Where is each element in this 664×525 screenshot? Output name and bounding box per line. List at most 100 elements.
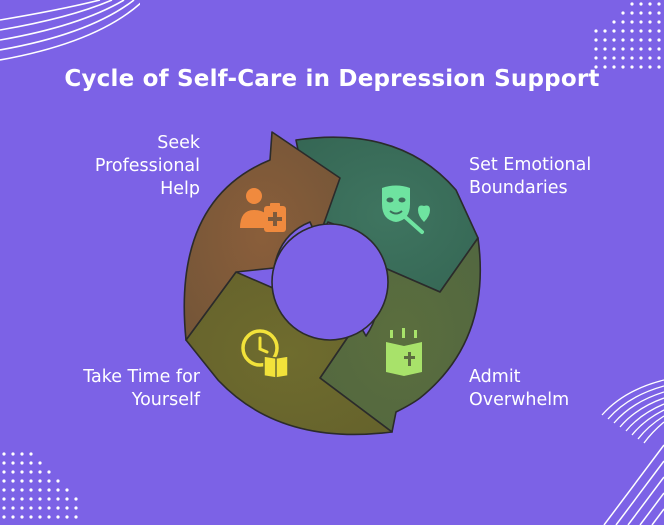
decorative-dot: [648, 2, 652, 6]
decorative-dot: [11, 479, 15, 483]
decorative-dot: [56, 515, 60, 519]
decorative-dot: [47, 506, 51, 510]
decorative-dot: [630, 11, 634, 15]
decorative-dot: [657, 2, 661, 6]
decorative-dot: [38, 488, 42, 492]
decorative-dot: [639, 56, 643, 60]
decorative-dot: [603, 38, 607, 42]
decorative-dot: [603, 56, 607, 60]
decorative-dot: [11, 488, 15, 492]
decorative-dot: [47, 479, 51, 483]
decorative-dot: [20, 506, 24, 510]
cycle-center: [271, 223, 389, 341]
decorative-dot: [11, 497, 15, 501]
decorative-dot: [20, 515, 24, 519]
decorative-dot: [594, 38, 598, 42]
decorative-dot: [630, 38, 634, 42]
step-label-seek-professional-help: Seek Professional Help: [95, 132, 200, 201]
decorative-dot: [11, 461, 15, 465]
decorative-dot: [47, 470, 51, 474]
decorative-dot: [11, 506, 15, 510]
decorative-dot: [612, 65, 616, 69]
doctor-medical-kit-icon: [240, 188, 286, 232]
decorative-dot: [29, 479, 33, 483]
decorative-dot: [621, 38, 625, 42]
decorative-dot: [38, 515, 42, 519]
decorative-dot: [29, 452, 33, 456]
decorative-dot: [648, 11, 652, 15]
decorative-dot: [65, 506, 69, 510]
decorative-dot: [65, 488, 69, 492]
decorative-dot: [29, 488, 33, 492]
decorative-dot: [11, 515, 15, 519]
decorative-dot: [657, 65, 661, 69]
decorative-dot: [29, 497, 33, 501]
decorative-dot: [29, 506, 33, 510]
decorative-dot: [648, 65, 652, 69]
decorative-dot: [29, 515, 33, 519]
decorative-dot: [56, 497, 60, 501]
decorative-dot: [594, 47, 598, 51]
step-label-take-time-for-yourself: Take Time for Yourself: [83, 366, 200, 412]
decorative-dot: [630, 47, 634, 51]
decorative-dot: [38, 470, 42, 474]
decorative-dot: [38, 497, 42, 501]
decorative-dot: [2, 479, 6, 483]
decorative-dot: [2, 452, 6, 456]
decorative-arcs-top-left: [0, 0, 140, 61]
decorative-dot: [65, 515, 69, 519]
decorative-dot: [657, 47, 661, 51]
decorative-dot: [657, 20, 661, 24]
decorative-dot: [47, 515, 51, 519]
decorative-dot: [657, 38, 661, 42]
decorative-dot: [74, 515, 78, 519]
decorative-dot: [2, 506, 6, 510]
decorative-dot: [2, 470, 6, 474]
decorative-dot: [639, 20, 643, 24]
decorative-dot: [630, 65, 634, 69]
decorative-dot: [612, 38, 616, 42]
decorative-dot: [2, 497, 6, 501]
decorative-dot: [612, 29, 616, 33]
decorative-dot: [2, 488, 6, 492]
decorative-dot: [648, 47, 652, 51]
decorative-dot: [603, 47, 607, 51]
decorative-dot: [612, 47, 616, 51]
decorative-dot: [630, 29, 634, 33]
decorative-dots-top-right: [594, 2, 661, 69]
decorative-dot: [648, 38, 652, 42]
decorative-dot: [657, 56, 661, 60]
decorative-arcs-bottom-right: [601, 379, 664, 525]
decorative-dot: [38, 479, 42, 483]
decorative-dot: [621, 47, 625, 51]
decorative-dot: [612, 56, 616, 60]
decorative-dot: [29, 470, 33, 474]
label-line: Professional: [94, 156, 200, 176]
decorative-dot: [20, 461, 24, 465]
decorative-dot: [621, 11, 625, 15]
decorative-dot: [74, 497, 78, 501]
decorative-dot: [20, 497, 24, 501]
decorative-dot: [56, 479, 60, 483]
decorative-dot: [38, 506, 42, 510]
decorative-dot: [621, 20, 625, 24]
decorative-dot: [2, 515, 6, 519]
decorative-dot: [612, 20, 616, 24]
decorative-dot: [11, 470, 15, 474]
decorative-dot: [20, 488, 24, 492]
decorative-dot: [639, 29, 643, 33]
decorative-dot: [639, 11, 643, 15]
segment-seek-professional-help: [183, 131, 341, 341]
label-line: Boundaries: [469, 178, 568, 198]
decorative-dot: [38, 461, 42, 465]
step-label-set-emotional-boundaries: Set Emotional Boundaries: [469, 154, 591, 200]
decorative-dot: [621, 29, 625, 33]
label-line: Help: [160, 179, 200, 199]
decorative-dot: [2, 461, 6, 465]
decorative-dot: [657, 29, 661, 33]
decorative-dot: [630, 56, 634, 60]
decorative-dot: [56, 488, 60, 492]
label-line: Overwhelm: [469, 390, 570, 410]
label-line: Admit: [469, 367, 521, 387]
